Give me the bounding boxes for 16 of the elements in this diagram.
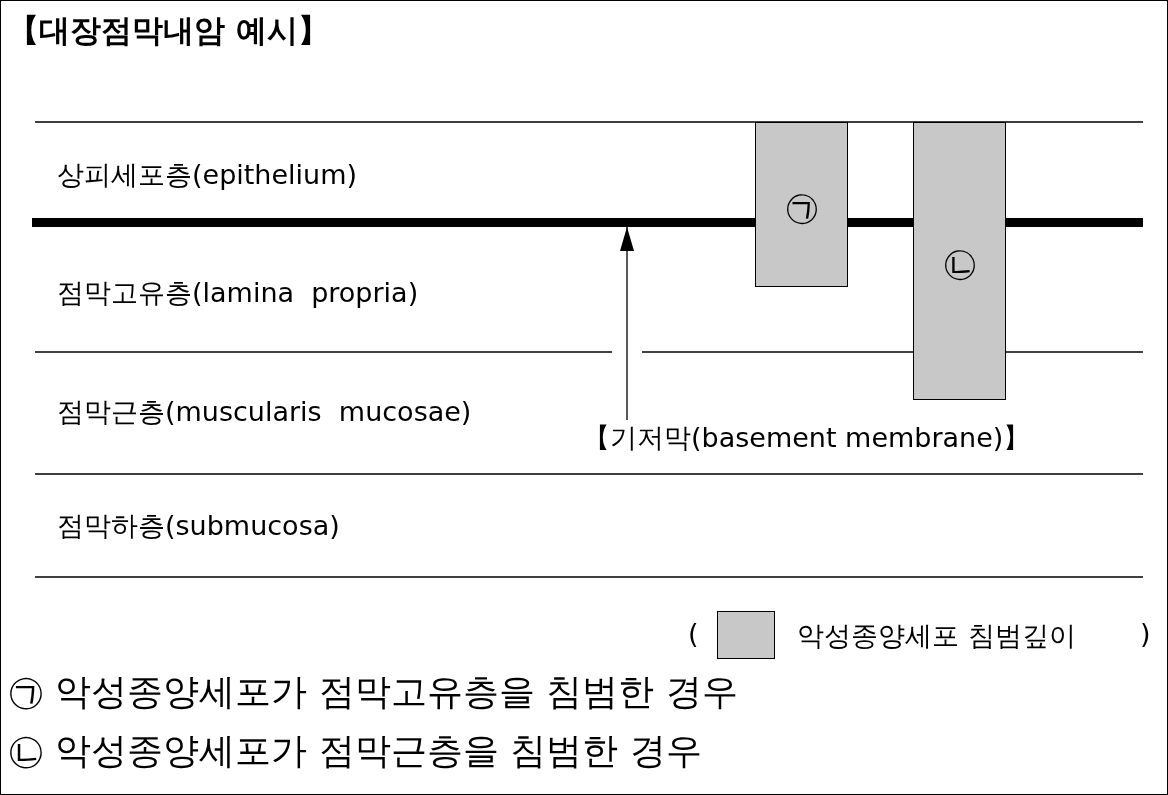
layer-label: 점막근층(muscularis mucosae) xyxy=(57,395,472,429)
basement-membrane-label: 【기저막(basement membrane)】 xyxy=(583,420,1031,456)
arrow xyxy=(620,226,634,421)
note-text: ㉠ 악성종양세포가 점막고유층을 침범한 경우 xyxy=(8,670,738,714)
note-text: ㉡ 악성종양세포가 점막근층을 침범한 경우 xyxy=(8,729,702,773)
circled-letter: ㉡ xyxy=(942,242,977,285)
layer-label: 상피세포층(epithelium) xyxy=(57,158,358,192)
layer-label: 점막고유층(lamina propria) xyxy=(57,276,419,310)
legend-text: 악성종양세포 침범깊이 xyxy=(797,619,1076,653)
parenthesis: ( xyxy=(688,618,699,649)
invasion-depth-bar xyxy=(913,122,1006,400)
diagram-title: 【대장점막내암 예시】 xyxy=(8,11,329,50)
circled-letter: ㉠ xyxy=(784,186,819,229)
layer-label: 점막하층(submucosa) xyxy=(57,509,340,543)
parenthesis: ) xyxy=(1140,618,1151,649)
invasion-depth-bar xyxy=(755,122,848,287)
